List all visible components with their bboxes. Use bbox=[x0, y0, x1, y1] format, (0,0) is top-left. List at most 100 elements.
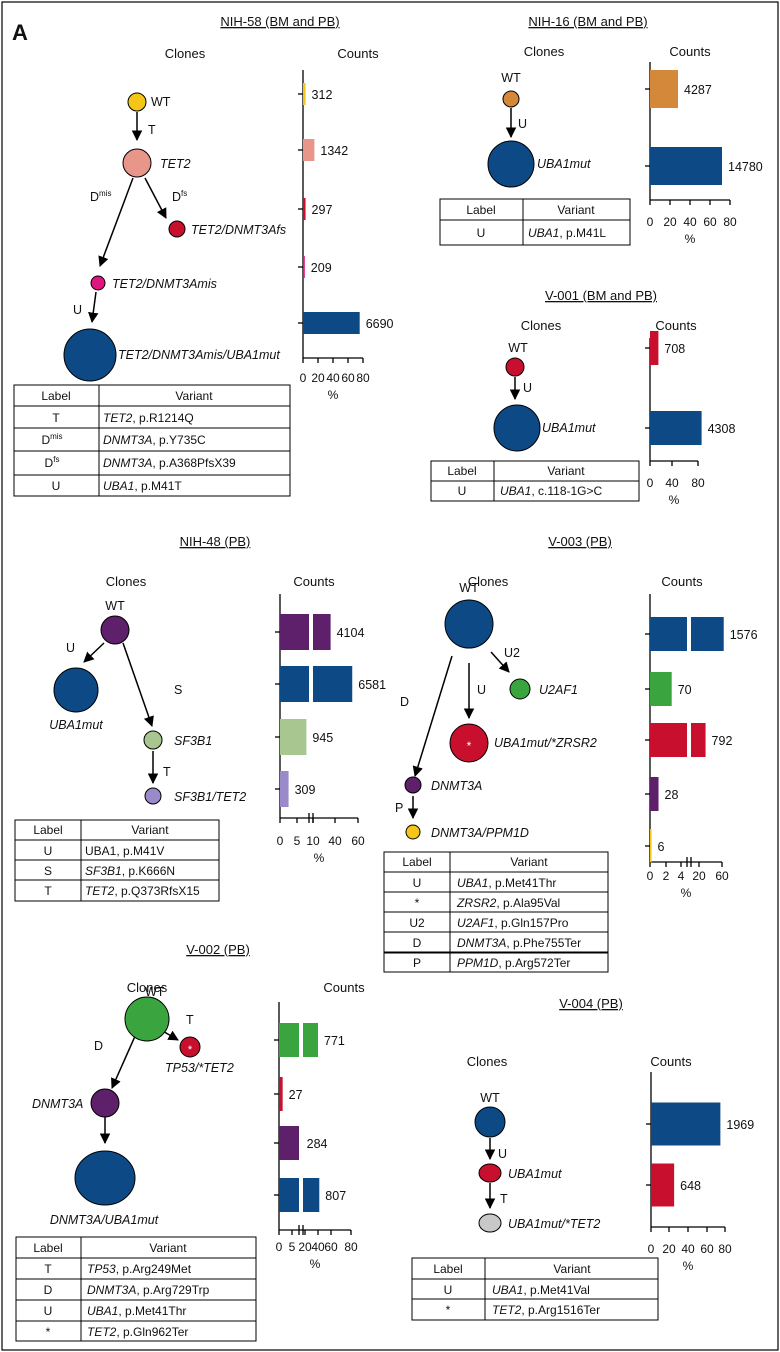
clones-header: Clones bbox=[468, 574, 509, 589]
bar bbox=[650, 829, 652, 863]
node-uba1mut bbox=[493, 404, 541, 452]
node-wt bbox=[474, 1106, 506, 1138]
node-label-wt: WT bbox=[151, 95, 171, 109]
row-variant: UBA1, p.Met41Thr bbox=[457, 876, 556, 890]
node-label-sf3b1-tet2: SF3B1/TET2 bbox=[174, 790, 246, 804]
variant-table: Label Variant U UBA1, p.M41V S SF3B1, p.… bbox=[14, 819, 220, 902]
star-marker: * bbox=[188, 1044, 193, 1056]
count-label: 27 bbox=[289, 1088, 303, 1102]
row-label: * bbox=[415, 896, 420, 910]
node-label-tp53-tet2: TP53/*TET2 bbox=[165, 1061, 234, 1075]
x-tick-label: 20 bbox=[662, 1242, 676, 1256]
node-label-wt: WT bbox=[508, 341, 528, 355]
x-tick-label: 2 bbox=[663, 869, 670, 883]
x-tick-label: 80 bbox=[356, 371, 370, 385]
count-label: 4287 bbox=[684, 83, 712, 97]
edge-label-t: T bbox=[148, 123, 156, 137]
x-tick-label: 0 bbox=[648, 1242, 655, 1256]
node-label-dnmt3a: DNMT3A bbox=[431, 779, 482, 793]
edge-label-d: D bbox=[94, 1039, 103, 1053]
x-tick-label: 20 bbox=[692, 869, 706, 883]
x-tick-label: 10 bbox=[306, 834, 320, 848]
bar-break-gap bbox=[299, 1125, 303, 1161]
clone-tree: * WT U2AF1 UBA1mut/*ZRSR2 DNMT3A DNMT3A/… bbox=[395, 581, 597, 840]
node-label-uba1mut-tet2: UBA1mut/*TET2 bbox=[508, 1217, 600, 1231]
bar bbox=[303, 198, 306, 220]
bar bbox=[650, 411, 702, 445]
row-variant: UBA1, p.Met41Thr bbox=[87, 1304, 186, 1318]
row-label: D bbox=[413, 936, 422, 950]
table-header-variant: Variant bbox=[547, 464, 585, 478]
x-tick-label: 80 bbox=[344, 1240, 358, 1254]
edge-label-t: T bbox=[186, 1013, 194, 1027]
node-dnmt3a-uba1mut bbox=[74, 1150, 136, 1206]
node-label-u2af1: U2AF1 bbox=[539, 683, 578, 697]
row-label: * bbox=[446, 1303, 451, 1317]
clones-header: Clones bbox=[524, 44, 565, 59]
table-header-label: Label bbox=[433, 1262, 462, 1276]
clone-tree: WT UBA1mut SF3B1 SF3B1/TET2 U S T bbox=[49, 599, 246, 805]
edge-label-u: U bbox=[498, 1147, 507, 1161]
edge-label-dmis: Dmis bbox=[90, 189, 111, 204]
count-label: 807 bbox=[325, 1189, 346, 1203]
bar bbox=[650, 672, 672, 706]
node-tet2-dnmt3amis bbox=[90, 275, 106, 291]
panel-title: NIH-16 (BM and PB) bbox=[528, 14, 647, 29]
x-tick-label: 0 bbox=[277, 834, 284, 848]
clones-header: Clones bbox=[106, 574, 147, 589]
bar bbox=[303, 256, 305, 278]
edge-dfs bbox=[144, 177, 167, 219]
node-label-wt: WT bbox=[105, 599, 125, 613]
edge-u bbox=[83, 642, 105, 663]
x-tick-label: 5 bbox=[294, 834, 301, 848]
row-label: * bbox=[46, 1325, 51, 1339]
row-variant: UBA1, c.118-1G>C bbox=[500, 484, 603, 498]
node-label-uba1mut: UBA1mut bbox=[537, 157, 591, 171]
edge-label-dfs: Dfs bbox=[172, 189, 187, 204]
x-tick-label: 0 bbox=[276, 1240, 283, 1254]
bar bbox=[650, 147, 722, 185]
bar bbox=[650, 777, 659, 811]
x-tick-label: 40 bbox=[311, 1240, 325, 1254]
row-label: T bbox=[52, 411, 60, 425]
row-variant: TET2, p.Gln962Ter bbox=[87, 1325, 188, 1339]
row-label: Dmis bbox=[41, 432, 62, 447]
row-variant: DNMT3A, p.Phe755Ter bbox=[457, 936, 581, 950]
row-label: T bbox=[44, 1262, 52, 1276]
row-label: S bbox=[44, 864, 52, 878]
variant-table: Label Variant U UBA1, p.Met41Thr * ZRSR2… bbox=[383, 851, 609, 970]
node-wt bbox=[100, 615, 130, 645]
bar bbox=[650, 331, 659, 365]
count-label: 4104 bbox=[337, 626, 365, 640]
row-variant: DNMT3A, p.A368PfsX39 bbox=[103, 456, 236, 470]
bar bbox=[650, 70, 678, 108]
bar-break-gap bbox=[309, 665, 313, 703]
x-tick-label: 40 bbox=[665, 476, 679, 490]
row-label: P bbox=[413, 956, 421, 970]
counts-header: Counts bbox=[669, 44, 711, 59]
row-variant: DNMT3A, p.Arg729Trp bbox=[87, 1283, 210, 1297]
panel-title: V-004 (PB) bbox=[559, 996, 623, 1011]
node-dnmt3a bbox=[90, 1088, 120, 1118]
edge-label-u: U bbox=[73, 303, 82, 317]
node-label-wt: WT bbox=[480, 1091, 500, 1105]
star-marker: * bbox=[467, 739, 472, 753]
node-wt bbox=[444, 599, 494, 649]
edge-label-p: P bbox=[395, 801, 403, 815]
edge-d bbox=[111, 1033, 137, 1089]
variant-table: Label Variant U UBA1, p.Met41Val * TET2,… bbox=[411, 1257, 659, 1321]
panel-title: NIH-48 (PB) bbox=[180, 534, 251, 549]
panel-v001: V-001 (BM and PB) Clones Counts WT UBA1m… bbox=[430, 288, 735, 507]
node-label-dnmt3a-uba1mut: DNMT3A/UBA1mut bbox=[50, 1213, 159, 1227]
table-header-variant: Variant bbox=[131, 823, 169, 837]
x-tick-label: 40 bbox=[683, 215, 697, 229]
edge-label-u: U bbox=[523, 381, 532, 395]
node-label-sf3b1: SF3B1 bbox=[174, 734, 212, 748]
clones-header: Clones bbox=[467, 1054, 508, 1069]
x-tick-label: 60 bbox=[324, 1240, 338, 1254]
table-header-variant: Variant bbox=[175, 389, 213, 403]
edge-label-u: U bbox=[518, 117, 527, 131]
count-label: 6581 bbox=[358, 678, 386, 692]
node-label-tet2-dnmt3amis: TET2/DNMT3Amis bbox=[112, 277, 217, 291]
